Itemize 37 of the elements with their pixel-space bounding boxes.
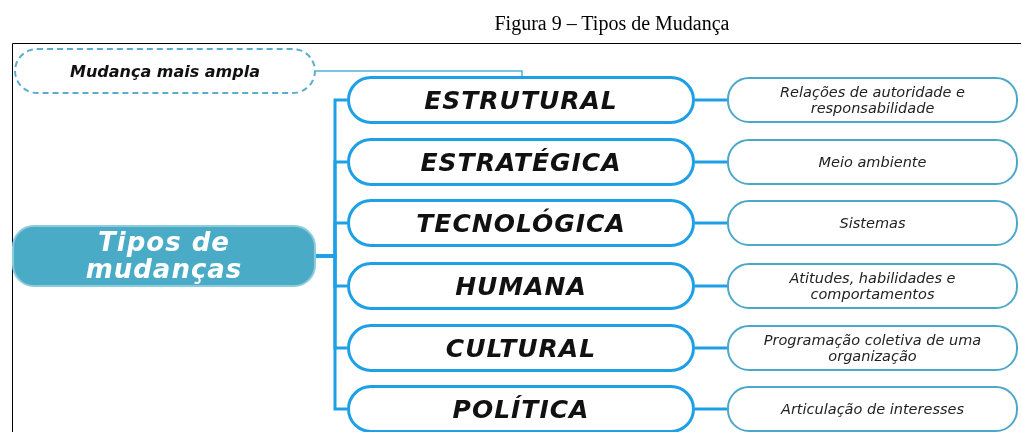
description-pill [727,200,1018,246]
description-pill [727,325,1018,371]
connector-line [695,98,727,102]
description-pill [727,77,1018,123]
category-pill [347,138,695,186]
connector-line [695,284,727,288]
description-pill [727,263,1018,309]
category-pill [347,262,695,310]
connector-line [315,70,523,77]
category-text: ESTRUTURAL [424,85,618,115]
central-box [12,225,316,287]
category-pill [347,385,695,432]
description-text: Meio ambiente [818,154,927,170]
category-text: TECNOLÓGICA [416,208,626,238]
category-pill [347,324,695,372]
category-text: ESTRATÉGICA [420,147,622,177]
description-pill [727,139,1018,185]
category-text: HUMANA [455,271,587,301]
description-text: Atitudes, habilidades e comportamentos [788,270,957,302]
connector-line [695,160,727,164]
category-text: POLÍTICA [452,394,590,424]
category-pill [347,76,695,124]
pill-text: Mudança mais ampla [69,61,261,81]
connector-line [695,346,727,350]
category-text: CULTURAL [445,333,597,363]
description-text: Sistemas [839,215,906,231]
figure-title: Figura 9 – Tipos de Mudança [494,12,730,34]
category-pill [347,199,695,247]
description-text: Programação coletiva de uma organização [762,332,983,364]
description-text: Relações de autoridade e responsabilidade [779,84,966,116]
connector-line [695,221,727,225]
central-title: Tipos de mudanças [84,229,244,283]
dashed-pill [14,48,316,94]
connector-line [695,407,727,411]
description-text: Articulação de interesses [780,401,964,417]
description-pill [727,386,1018,432]
connector-line [316,254,347,411]
